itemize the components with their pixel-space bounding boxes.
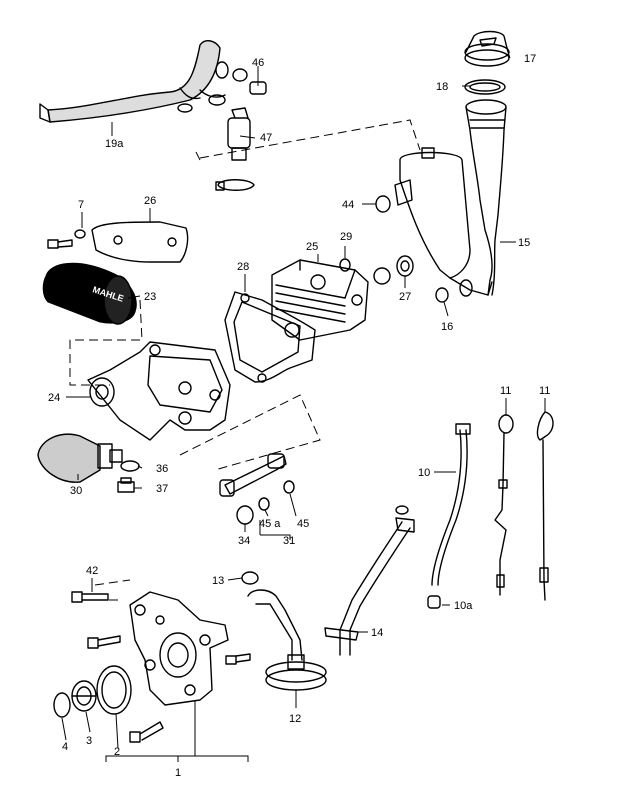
hose-clamps (177, 61, 267, 113)
oil-filter: MAHLE (42, 262, 137, 325)
callout-labels: 19a 46 47 17 18 44 15 16 27 26 7 23 25 2… (48, 53, 550, 779)
callout-27: 27 (399, 291, 411, 303)
callout-45: 45 (297, 518, 309, 530)
dipstick-a (494, 414, 514, 596)
callout-10a: 10a (454, 600, 473, 612)
seal-27a (373, 267, 391, 285)
breather-hose (39, 40, 226, 123)
oil-pickup-pipe (324, 505, 415, 656)
callout-37: 37 (156, 483, 168, 495)
callout-11-a: 11 (500, 385, 511, 397)
callout-14: 14 (371, 627, 383, 639)
oil-filter-housing (87, 341, 231, 441)
breather-valve (215, 107, 255, 191)
bearing-3 (71, 680, 97, 712)
seal-2 (96, 665, 132, 715)
heat-shield (91, 221, 189, 263)
bolt-7 (47, 229, 86, 249)
dipstick-tube (427, 423, 471, 609)
oil-pump (129, 591, 229, 706)
callout-7: 7 (78, 199, 84, 211)
callout-11-b: 11 (539, 385, 550, 397)
callout-46: 46 (252, 57, 264, 69)
dipstick-b (536, 411, 554, 601)
callout-30: 30 (70, 485, 82, 497)
callout-44: 44 (342, 199, 354, 211)
callout-26: 26 (144, 195, 156, 207)
callout-47: 47 (260, 132, 272, 144)
ring-4 (53, 692, 71, 718)
callout-25: 25 (306, 241, 318, 253)
oil-line (219, 453, 287, 497)
callout-4: 4 (62, 741, 68, 753)
callout-28: 28 (237, 261, 249, 273)
callout-10: 10 (418, 467, 430, 479)
callout-15: 15 (518, 237, 530, 249)
callout-17: 17 (524, 53, 536, 65)
callout-18: 18 (436, 81, 448, 93)
callout-1: 1 (175, 767, 181, 779)
callout-19a: 19a (105, 138, 124, 150)
plug-37 (117, 477, 135, 493)
seal-ring-16 (435, 287, 449, 303)
callout-36: 36 (156, 463, 168, 475)
callout-13: 13 (212, 575, 224, 587)
callout-31: 31 (283, 535, 295, 547)
part-13 (241, 571, 259, 585)
callout-2: 2 (114, 746, 120, 758)
callout-24: 24 (48, 392, 60, 404)
seal-ring-44 (375, 195, 391, 213)
seal-29 (339, 258, 351, 272)
oil-filler-tube (394, 99, 507, 297)
seal-27b (396, 255, 414, 277)
filler-seal (464, 79, 506, 95)
callout-45a: 45 a (259, 518, 281, 530)
oil-strainer (247, 589, 327, 691)
oil-cooler (271, 259, 369, 341)
seal-45 (283, 480, 295, 494)
oil-pressure-switch (37, 433, 123, 483)
washer-36 (120, 460, 140, 472)
callout-42: 42 (86, 565, 98, 577)
callout-29: 29 (340, 231, 352, 243)
callout-12: 12 (289, 713, 301, 725)
callout-16: 16 (441, 321, 453, 333)
seal-45a (258, 497, 270, 511)
seal-34 (236, 505, 254, 525)
callout-23: 23 (144, 291, 156, 303)
leader-lines (61, 51, 546, 762)
pump-bolts (71, 591, 251, 743)
dashed-group-lines (69, 119, 421, 601)
filler-cap (464, 30, 510, 67)
callout-3: 3 (86, 735, 92, 747)
callout-34: 34 (238, 535, 250, 547)
